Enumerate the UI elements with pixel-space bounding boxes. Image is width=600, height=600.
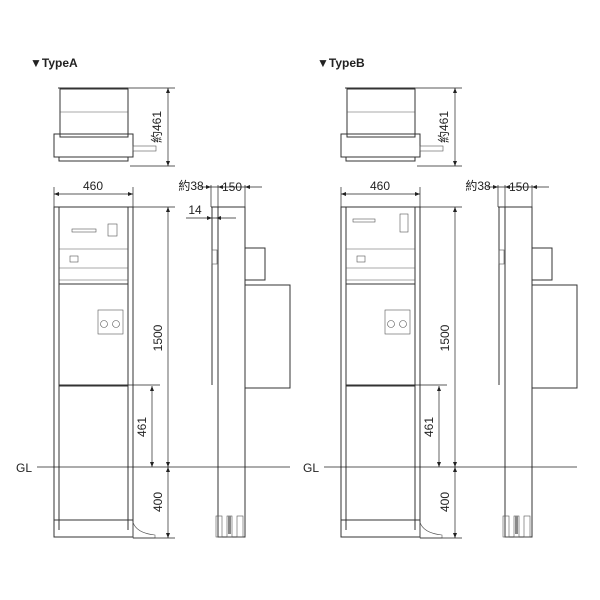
upper-side-box	[531, 247, 553, 281]
dimension-arrow	[166, 207, 170, 212]
dimension-arrow	[166, 467, 170, 472]
dimension-arrow	[245, 185, 250, 189]
lower-side-box	[531, 284, 578, 389]
dimension-arrow	[166, 533, 170, 538]
side-projection-label: 約38	[465, 178, 491, 193]
lock-dial	[399, 320, 407, 328]
parcel-box-door	[345, 385, 416, 521]
post-side	[504, 206, 533, 538]
lock-panel	[384, 309, 411, 335]
dimension-arrow	[54, 192, 59, 196]
dimension-arrow	[453, 462, 457, 467]
front-view: 460 1500 461 400	[340, 179, 462, 539]
side-depth-label: 150	[509, 180, 529, 194]
width-label: 460	[370, 179, 390, 193]
lock-dial	[112, 320, 120, 328]
top-view-arm	[132, 145, 157, 152]
anchor-bolt-fill	[228, 516, 231, 534]
post-side	[217, 206, 246, 538]
badge-mark	[356, 255, 366, 263]
ground-label: GL	[303, 461, 319, 475]
height-label: 1500	[438, 324, 452, 351]
top-view-arm	[419, 145, 444, 152]
front-view: 460 1500 461 400	[53, 179, 175, 539]
dimension-arrow	[415, 192, 420, 196]
dimension-arrow	[437, 386, 441, 391]
nameplate-logo	[352, 218, 376, 223]
side-view: 約38 150	[465, 178, 578, 538]
dimension-arrow	[505, 185, 510, 189]
dimension-arrow	[453, 533, 457, 538]
side-projection-label: 約38	[178, 178, 204, 193]
upper-side-box	[244, 247, 266, 281]
top-view-foot	[58, 156, 129, 162]
drawing-title: ▼TypeB	[317, 56, 365, 70]
anchor-plate	[502, 515, 510, 538]
drawing-title: ▼TypeA	[30, 56, 78, 70]
ground-label: GL	[16, 461, 32, 475]
dimension-arrow	[437, 462, 441, 467]
top-view-foot	[345, 156, 416, 162]
anchor-foot	[419, 521, 443, 539]
anchor-plate	[215, 515, 223, 538]
dimension-arrow	[206, 185, 211, 189]
anchor-bolt-fill	[515, 516, 518, 534]
anchor-foot	[132, 521, 156, 539]
badge-mark	[69, 255, 79, 263]
top-depth-label: 約461	[149, 111, 164, 143]
dimension-arrow	[166, 462, 170, 467]
top-view-upper-body	[346, 88, 416, 138]
lower-box-label: 461	[422, 417, 436, 437]
side-bracket	[211, 249, 218, 265]
embed-label: 400	[438, 492, 452, 512]
top-depth-label: 約461	[436, 111, 451, 143]
intercom-panel	[399, 213, 409, 233]
post-outline	[53, 206, 134, 538]
top-view: 約461	[53, 87, 175, 167]
nameplate-logo	[71, 228, 97, 233]
base-plinth	[53, 519, 134, 538]
dimension-arrow	[150, 462, 154, 467]
anchor-plate	[523, 515, 531, 538]
lock-dial	[100, 320, 108, 328]
side-bracket	[498, 249, 505, 265]
top-view: 約461	[340, 87, 462, 167]
lock-panel	[97, 309, 124, 335]
dimension-arrow	[166, 161, 170, 166]
dimension-arrow	[493, 185, 498, 189]
lock-dial	[387, 320, 395, 328]
dimension-arrow	[453, 467, 457, 472]
nameplate-icon	[107, 223, 118, 237]
post-outline	[340, 206, 421, 538]
parcel-box-door	[58, 385, 129, 521]
dimension-arrow	[453, 88, 457, 93]
dimension-arrow	[218, 185, 223, 189]
plate-label: 14	[188, 203, 202, 217]
width-label: 460	[83, 179, 103, 193]
side-view: 約38 150 14	[178, 178, 291, 538]
dimension-arrow	[150, 386, 154, 391]
lower-box-label: 461	[135, 417, 149, 437]
embed-label: 400	[151, 492, 165, 512]
mailbox-door	[58, 283, 129, 386]
dimension-arrow	[453, 161, 457, 166]
lower-side-box	[244, 284, 291, 389]
base-plinth	[340, 519, 421, 538]
dimension-arrow	[128, 192, 133, 196]
dimension-arrow	[532, 185, 537, 189]
dimension-arrow	[341, 192, 346, 196]
side-depth-label: 150	[222, 180, 242, 194]
dimension-arrow	[207, 216, 212, 220]
dimension-arrow	[453, 207, 457, 212]
mailbox-door	[345, 283, 416, 386]
top-view-upper-body	[59, 88, 129, 138]
dimension-arrow	[166, 88, 170, 93]
anchor-plate	[236, 515, 244, 538]
height-label: 1500	[151, 324, 165, 351]
